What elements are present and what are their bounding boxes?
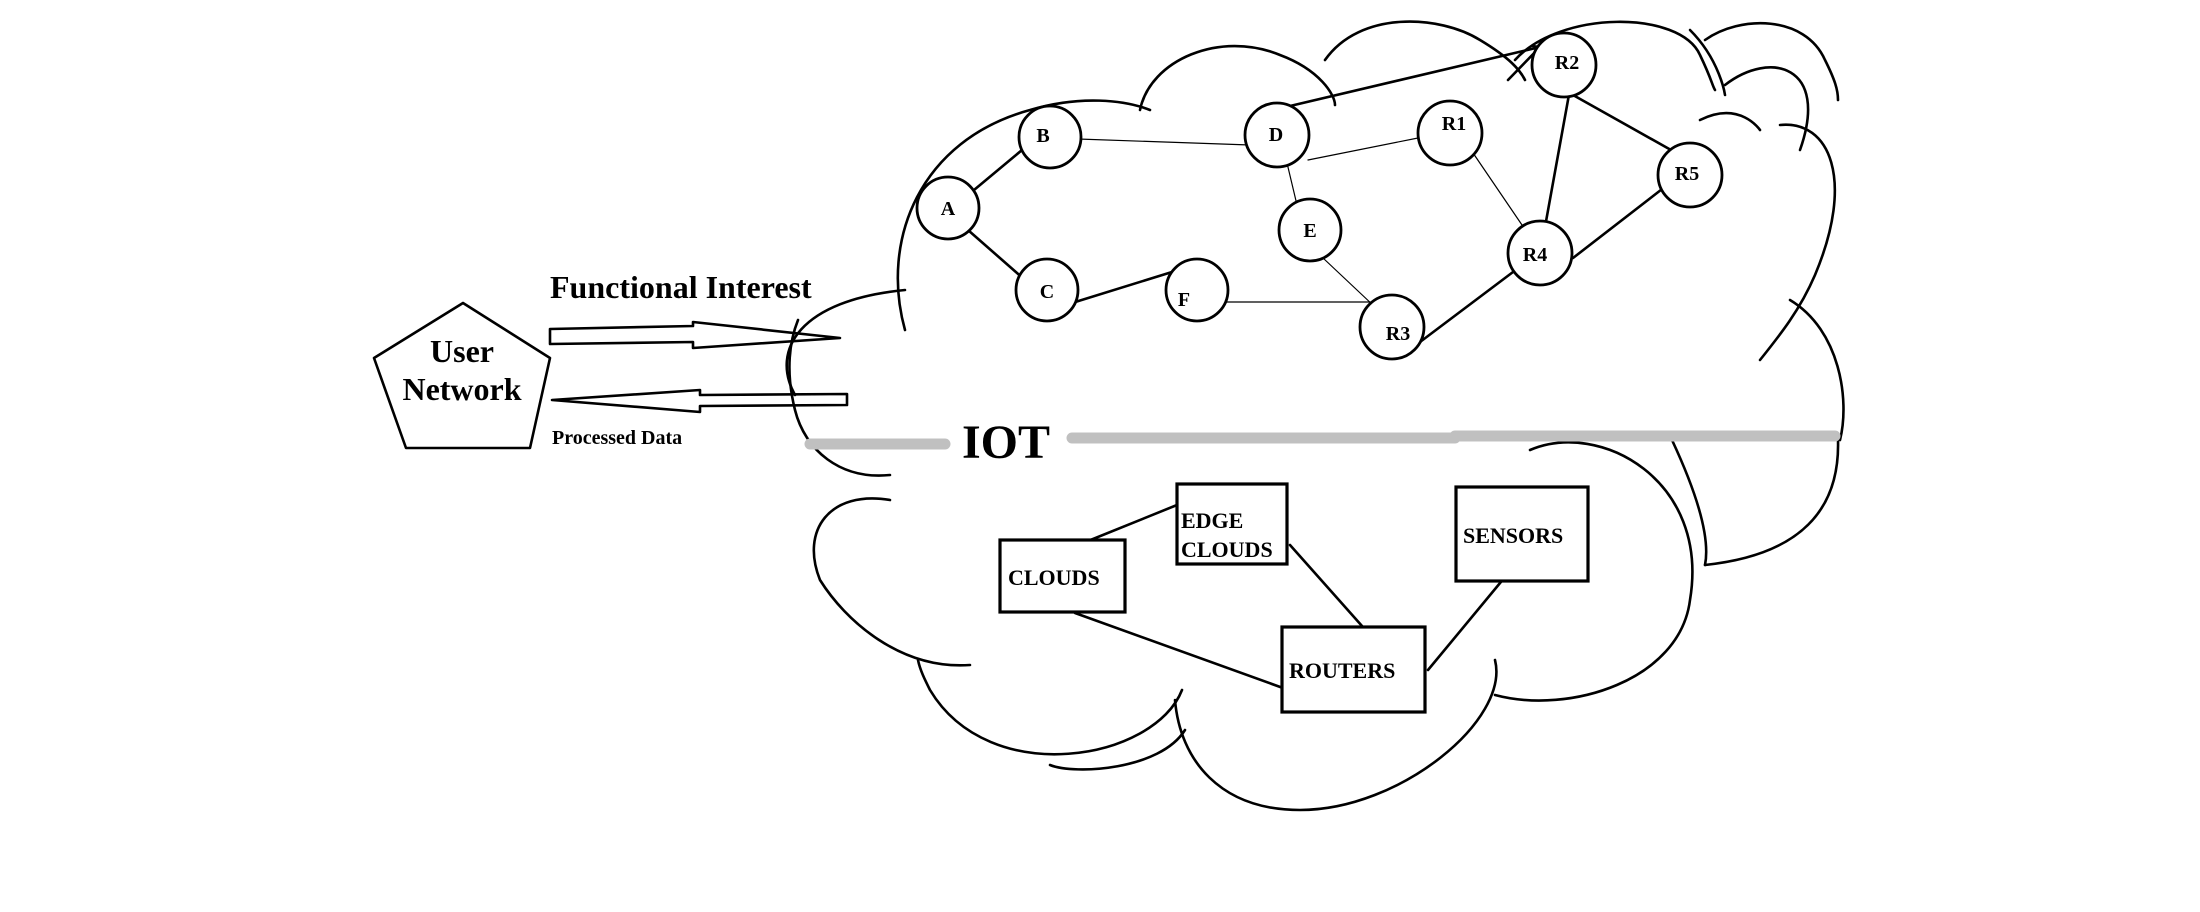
edge-clouds-box: EDGE CLOUDS: [1175, 482, 1289, 566]
network-node-r4: R4: [1506, 219, 1574, 287]
svg-text:CLOUDS: CLOUDS: [1181, 537, 1273, 562]
network-node-a: A: [915, 175, 981, 241]
routers-box: ROUTERS: [1280, 625, 1427, 714]
iot-label: IOT: [962, 416, 1050, 469]
functional-interest-label: Functional Interest: [550, 269, 812, 305]
iot-edges: [1073, 503, 1507, 690]
processed-data-arrow: [550, 388, 849, 414]
svg-text:E: E: [1303, 220, 1316, 242]
svg-text:R4: R4: [1523, 244, 1547, 266]
user-network-label-line2: Network: [402, 371, 521, 407]
svg-text:SENSORS: SENSORS: [1463, 523, 1563, 548]
network-node-c: C: [1014, 257, 1080, 323]
user-network-label-line1: User: [430, 333, 494, 369]
network-node-b: B: [1017, 104, 1083, 170]
svg-text:R2: R2: [1555, 52, 1579, 74]
cloud-outline: [785, 20, 1845, 812]
network-node-r1: R1: [1416, 99, 1484, 167]
processed-data-label: Processed Data: [552, 427, 682, 449]
svg-text:D: D: [1269, 124, 1283, 146]
iot-divider: [804, 430, 1841, 450]
network-node-d: D: [1243, 101, 1311, 169]
svg-text:EDGE: EDGE: [1181, 508, 1243, 533]
svg-text:R5: R5: [1675, 163, 1699, 185]
svg-text:CLOUDS: CLOUDS: [1008, 565, 1100, 590]
network-node-r3: R3: [1358, 293, 1426, 361]
svg-text:B: B: [1036, 125, 1049, 147]
svg-text:R1: R1: [1442, 113, 1466, 135]
svg-text:A: A: [941, 198, 956, 220]
network-node-r2: R2: [1530, 31, 1598, 99]
network-node-e: E: [1277, 197, 1343, 263]
svg-text:C: C: [1040, 281, 1054, 303]
svg-text:F: F: [1178, 289, 1190, 311]
clouds-box: CLOUDS: [998, 538, 1127, 614]
functional-interest-arrow: [548, 320, 842, 350]
user-network-pentagon: [372, 301, 552, 450]
sensors-box: SENSORS: [1454, 485, 1590, 583]
network-node-r5: R5: [1656, 141, 1724, 209]
network-node-f: F: [1164, 257, 1230, 323]
svg-text:ROUTERS: ROUTERS: [1289, 658, 1395, 683]
svg-text:R3: R3: [1386, 323, 1410, 345]
